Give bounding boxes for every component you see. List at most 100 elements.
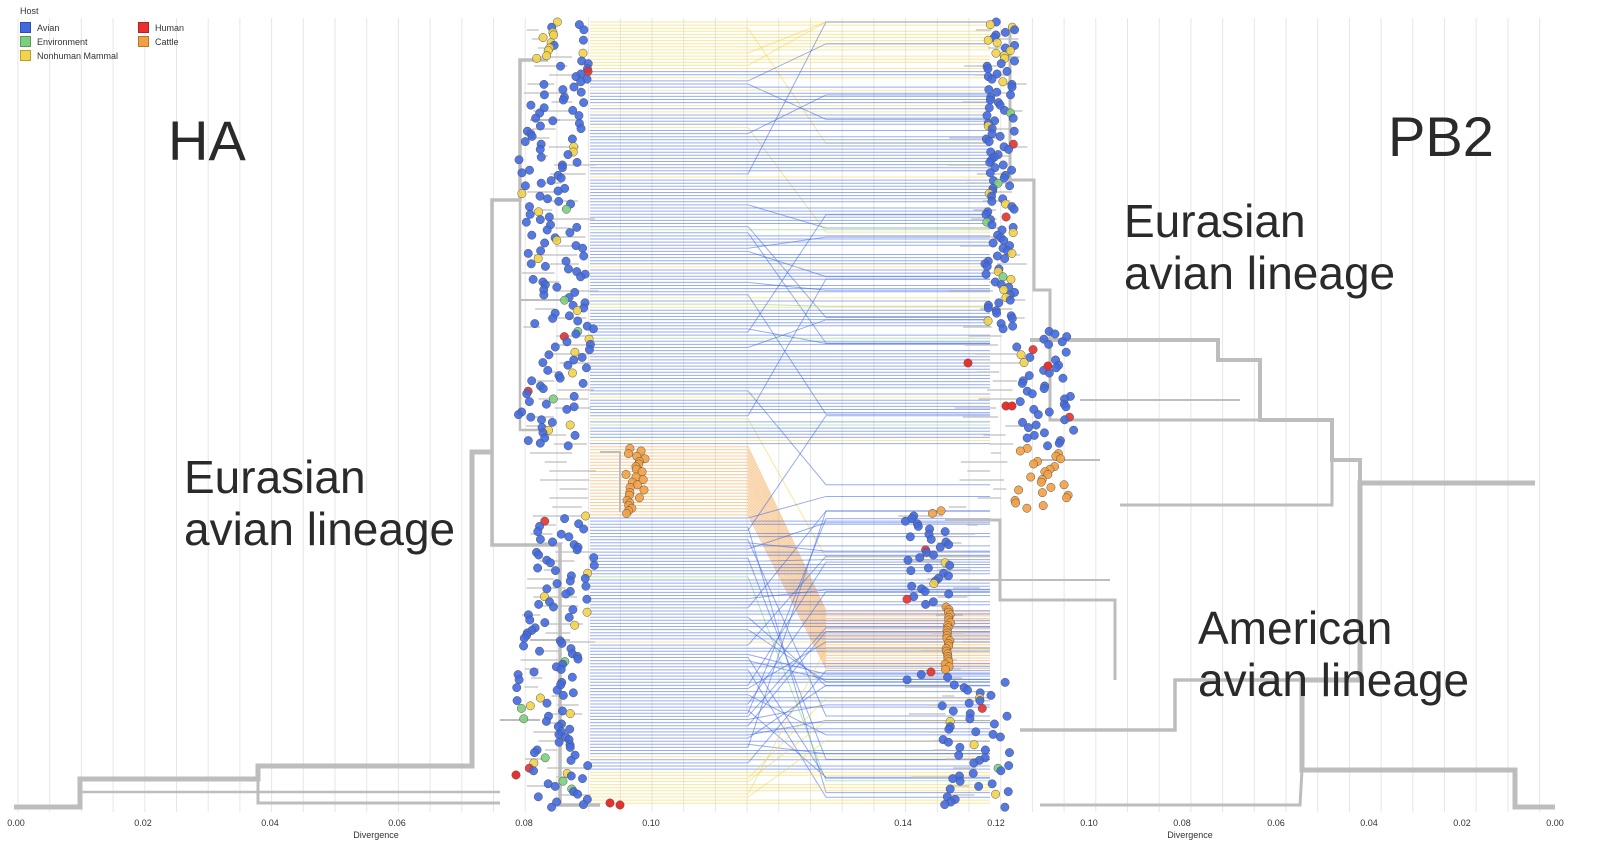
ha-tip-marker [552,17,562,27]
pb2-tip-marker [1000,27,1010,37]
ha-tip-marker [514,155,524,165]
ha-tip-marker [548,537,557,547]
pb2-branch [1008,30,1260,422]
ha-tip-marker [535,121,545,131]
pb2-tip-marker [1007,82,1017,92]
pb2-tip-marker [1029,459,1039,469]
human-tip-marker [615,800,625,810]
human-tip-marker [511,770,521,780]
legend-item-nonhuman-mammal: Nonhuman Mammal [20,50,138,61]
pb2-tip-marker [1060,415,1070,425]
pb2-tip-marker [1028,345,1038,355]
ha-tip-marker [516,703,526,713]
pb2-tip-marker [943,672,953,682]
left-axis-tick-label: 0.10 [642,818,660,828]
ha-tip-marker [568,688,578,698]
tangle-link [590,328,990,344]
ha-tip-marker [538,384,548,394]
left-axis-title: Divergence [353,830,399,840]
pb2-tip-marker [1024,423,1033,433]
pb2-tip-marker [983,303,993,313]
tangle-link [590,319,990,348]
ha-tip-marker [535,534,545,544]
pb2-tip-marker [1000,254,1010,264]
tangle-link [590,670,990,764]
tangle-link [590,495,990,654]
human-tip-marker [1007,401,1017,411]
pb2-tip-marker [1000,802,1010,812]
pb2-tip-marker [1009,126,1019,136]
ha-tip-marker [520,181,530,191]
pb2-tip-marker [987,220,997,230]
tangle-link [590,739,990,798]
ha-tip-marker [556,664,566,674]
pb2-tip-marker [1062,493,1071,503]
ha-tip-marker [565,724,575,734]
ha-tip-marker [540,618,550,628]
pb2-tip-marker [1007,248,1017,258]
right-axis-tick-label: 0.14 [894,818,912,828]
tangle-link [590,627,990,717]
ha-tip-marker [538,358,548,368]
ha-tip-marker [549,30,559,40]
pb2-tip-marker [1043,469,1053,479]
ha-tip-marker [546,558,555,568]
ha-tip-marker [622,508,631,518]
tangle-link [590,452,990,617]
tangle-link [590,657,990,779]
ha-tip-marker [548,394,558,404]
ha-tip-marker [558,163,567,173]
ha-tip-marker [529,766,538,776]
ha-tip-marker [519,714,529,724]
ha-tip-marker [572,157,582,167]
ha-tip-marker [584,345,594,355]
tangle-link [590,455,990,619]
ha-tip-marker [548,116,558,126]
pb2-tip-marker [1006,274,1016,284]
pb2-tip-marker [916,670,926,680]
tangle-link [590,719,990,736]
ha-tip-marker [517,189,527,199]
pb2-tip-marker [1001,212,1011,222]
pb2-tip-marker [1003,787,1013,797]
pb2-tip-marker [937,701,947,711]
ha-branch [518,200,540,432]
pb2-tip-marker [1031,420,1041,430]
ha-tip-marker [533,563,543,573]
pb2-tip-marker [1019,358,1029,368]
ha-tip-marker [526,412,536,422]
pb2-tip-marker [995,131,1005,141]
pb2-tip-marker [902,675,912,685]
tangle-link [590,542,990,552]
pb2-tip-marker [985,20,995,30]
ha-tip-marker [512,696,522,706]
ha-tip-marker [562,337,572,347]
pb2-tip-marker [1025,352,1035,362]
pb2-tip-marker [1036,477,1046,487]
pb2-tip-marker [1037,488,1047,498]
ha-tip-marker [544,350,554,360]
legend-item-cattle: Cattle [138,36,218,47]
legend-swatch-environment [20,36,31,47]
ha-tip-marker [539,290,549,300]
pb2-tip-marker [1051,363,1061,373]
ha-tip-marker [567,134,577,144]
tangle-link [590,458,990,622]
tangle-link [590,486,990,646]
tangle-links [590,21,990,804]
ha-tip-marker [519,633,529,643]
pb2-tip-marker [1004,144,1013,154]
ha-tip-marker [535,646,544,656]
pb2-tip-marker [1011,498,1021,508]
tip-markers [511,17,1079,812]
ha-tip-marker [547,802,556,812]
right-axis-tick-label: 0.10 [1080,818,1098,828]
pb2-tip-marker [1002,711,1012,721]
ha-tip-marker [588,324,598,334]
pb2-branch [1120,460,1334,507]
left-axis-tick-label: 0.08 [515,818,533,828]
ha-tip-marker [542,225,552,235]
ha-tip-marker [535,693,545,703]
ha-tip-marker [566,755,576,765]
ha-tip-marker [568,368,577,378]
